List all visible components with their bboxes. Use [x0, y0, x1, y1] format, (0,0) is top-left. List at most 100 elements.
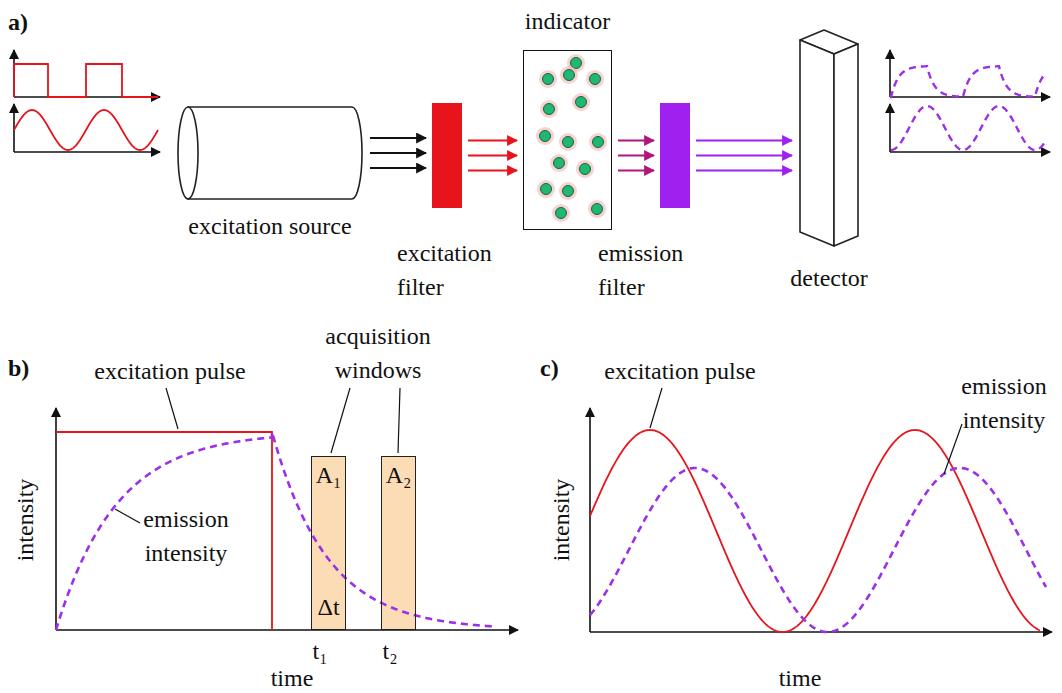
indicator-particle — [586, 70, 604, 88]
axis — [14, 151, 160, 153]
excitation-wave — [590, 430, 1040, 632]
particle — [590, 74, 601, 85]
excitation-filter: excitation filter — [432, 103, 462, 208]
indicator-particle — [552, 204, 570, 222]
axis-label: time — [779, 662, 822, 693]
excitation-pulse — [56, 432, 272, 630]
light-ray — [696, 140, 792, 142]
particle — [540, 131, 551, 142]
particle — [563, 137, 574, 148]
axis — [890, 151, 1050, 153]
light-arrows — [696, 141, 792, 171]
indicator-particle — [550, 154, 568, 172]
cylinder-body — [188, 107, 362, 199]
particle — [580, 164, 591, 175]
leader-line — [115, 509, 140, 523]
indicator-particle — [576, 160, 594, 178]
particle-glow — [552, 204, 570, 222]
particle — [592, 204, 603, 215]
cylinder-end — [178, 107, 198, 199]
particle-glow — [559, 182, 577, 200]
leader-line — [166, 388, 178, 429]
acquisition-window: A₂ — [381, 456, 416, 630]
window-fill — [311, 456, 346, 630]
tick-label: t₁ — [312, 635, 327, 669]
panel-label: a) — [8, 6, 28, 40]
particle-glow — [537, 180, 555, 198]
detector-side — [834, 44, 858, 246]
light-ray — [370, 167, 426, 169]
indicator-particle — [559, 182, 577, 200]
axis — [889, 50, 891, 97]
leader-line — [398, 388, 400, 453]
axis — [55, 408, 57, 630]
light-ray — [468, 170, 517, 172]
particle-glow — [539, 70, 557, 88]
particle — [541, 184, 552, 195]
callout-label: acquisition windows — [308, 320, 448, 387]
light-ray — [370, 152, 426, 154]
panel-label: b) — [8, 352, 29, 386]
particle-glow — [572, 93, 590, 111]
axis-label: intensity — [9, 479, 43, 562]
light-ray — [468, 140, 517, 142]
particle-glow — [536, 127, 554, 145]
emission-response — [891, 106, 1045, 150]
indicator-particle — [560, 66, 578, 84]
window-label: Δt — [317, 591, 339, 625]
emission-curve — [56, 432, 495, 630]
detector: detector — [798, 28, 860, 250]
callout-label: emission intensity — [130, 503, 242, 570]
particle-glow — [559, 133, 577, 151]
sine-wave — [14, 110, 158, 150]
particle-glow — [540, 100, 558, 118]
indicator-particles — [524, 51, 611, 229]
indicator-particle — [540, 100, 558, 118]
detector-face — [800, 40, 834, 246]
tick-label: t₂ — [382, 635, 397, 669]
axis-label: intensity — [545, 479, 579, 562]
detector-slab — [798, 28, 860, 250]
part-label: detector — [790, 262, 867, 296]
callout-label: emission intensity — [952, 370, 1056, 437]
indicator-particle — [536, 127, 554, 145]
light-ray — [696, 170, 792, 172]
particle — [576, 97, 587, 108]
particle-glow — [589, 133, 607, 151]
emission-response — [890, 66, 1045, 97]
axis — [889, 104, 891, 152]
indicator-particle — [559, 133, 577, 151]
particle — [563, 186, 574, 197]
indicator-cuvette: indicator — [523, 50, 612, 230]
leader-line — [650, 388, 662, 428]
window-label: A₁ — [316, 459, 342, 493]
part-label: excitation source — [188, 210, 351, 244]
light-ray — [618, 155, 654, 157]
particle — [556, 208, 567, 219]
particle — [564, 70, 575, 81]
axis — [589, 408, 591, 632]
panel-label: c) — [540, 352, 559, 386]
light-ray — [618, 170, 654, 172]
particle — [543, 74, 554, 85]
particle — [544, 104, 555, 115]
axis — [56, 629, 518, 631]
acquisition-window: A₁ Δt — [311, 456, 346, 630]
leader-line — [944, 424, 962, 474]
indicator-particle — [537, 180, 555, 198]
indicator-particle — [539, 70, 557, 88]
indicator-particle — [589, 133, 607, 151]
square-wave — [14, 64, 158, 97]
axis-label: time — [271, 662, 314, 693]
particle — [554, 158, 565, 169]
light-ray — [370, 137, 426, 139]
particle-glow — [560, 66, 578, 84]
emission-wave — [590, 468, 1046, 632]
cylinder-outline — [176, 104, 364, 202]
light-arrows — [468, 141, 517, 171]
light-ray — [618, 140, 654, 142]
part-label: indicator — [525, 5, 610, 39]
light-arrows — [618, 141, 654, 171]
particle — [593, 137, 604, 148]
